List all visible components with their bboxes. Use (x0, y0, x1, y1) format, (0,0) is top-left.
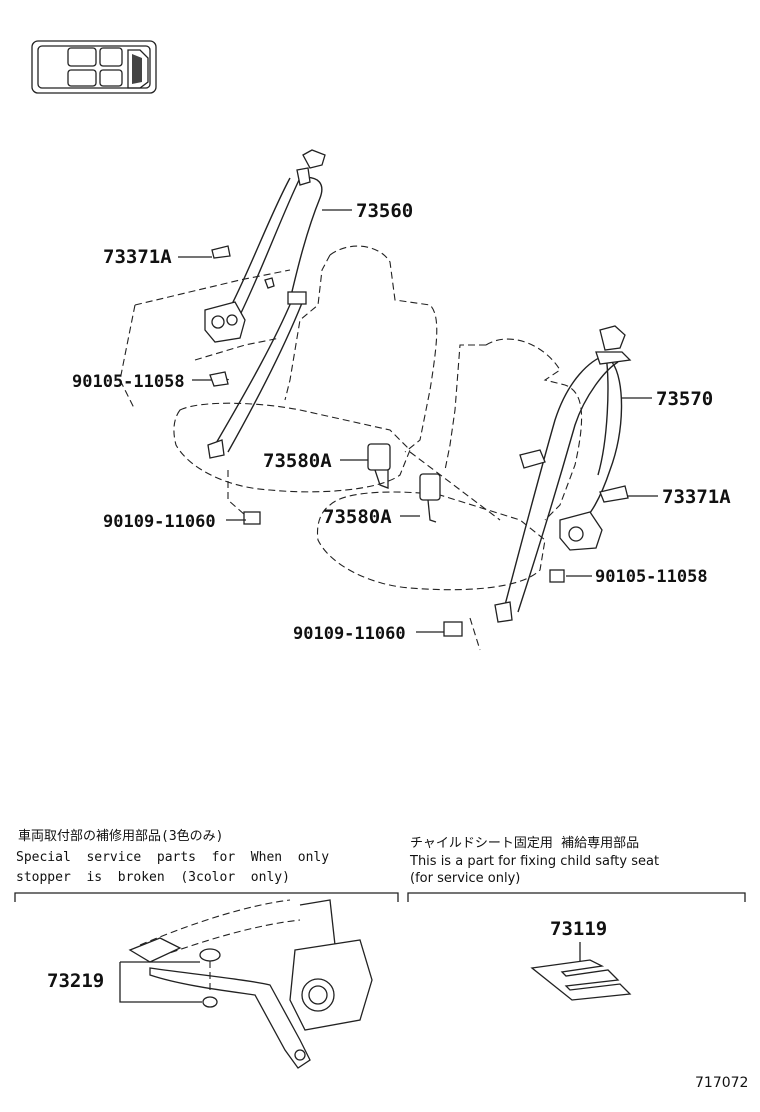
right-seat-outline (316, 338, 583, 651)
part-73371a-left-label[interactable]: 73371A (103, 246, 172, 268)
buckle-lower (419, 473, 441, 523)
right-belt-assembly (443, 325, 632, 637)
leader-lines (178, 209, 658, 633)
buckle-upper (367, 443, 391, 489)
child-seat-note-line2: (for service only) (410, 871, 521, 886)
part-90105-right-label[interactable]: 90105-11058 (595, 567, 708, 587)
part-73219-label[interactable]: 73219 (47, 970, 105, 992)
part-90109-right-label[interactable]: 90109-11060 (293, 624, 406, 644)
part-73570-label[interactable]: 73570 (656, 388, 714, 410)
child-seat-note-line1: This is a part for fixing child safty se… (410, 854, 660, 869)
part-73371a-right-label[interactable]: 73371A (662, 486, 731, 508)
stopper-detail (119, 899, 373, 1069)
child-seat-anchor-detail (530, 942, 632, 1001)
part-90109-left-label[interactable]: 90109-11060 (103, 512, 216, 532)
child-seat-note-japanese: チャイルドシート固定用 補給専用部品 (410, 836, 640, 851)
stopper-note-line1: Special service parts for When only (16, 850, 330, 865)
part-90105-left-label[interactable]: 90105-11058 (72, 372, 185, 392)
part-73580a-upper-label[interactable]: 73580A (263, 450, 332, 472)
part-73580a-lower-label[interactable]: 73580A (323, 506, 392, 528)
stopper-note-line2: stopper is broken (3color only) (16, 870, 290, 885)
vehicle-locator-icon (31, 40, 157, 94)
part-73119-label[interactable]: 73119 (550, 918, 608, 940)
part-73560-label[interactable]: 73560 (356, 200, 414, 222)
illustration-code: 717072 (695, 1075, 749, 1091)
stopper-note-japanese: 車両取付部の補修用部品(3色のみ) (18, 829, 224, 844)
left-belt-assembly (204, 149, 326, 525)
section-brackets (14, 892, 746, 902)
